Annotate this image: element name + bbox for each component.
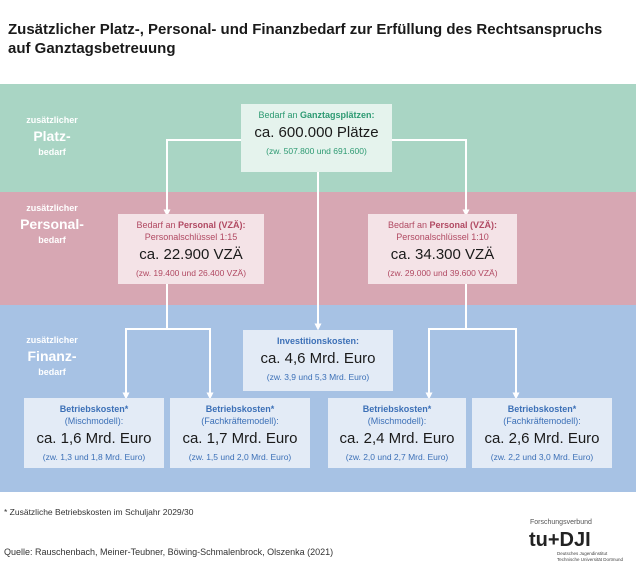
heading-bold: Betriebskosten* bbox=[59, 404, 129, 414]
heading-prefix: Bedarf an bbox=[136, 220, 178, 230]
arrow-staff-right-op3 bbox=[425, 284, 467, 400]
box-range: (zw. 1,5 und 2,0 Mrd. Euro) bbox=[188, 452, 292, 462]
box-heading: Betriebskosten* bbox=[24, 403, 164, 415]
box-range: (zw. 507.800 und 691.600) bbox=[266, 146, 367, 156]
heading-bold: Betriebskosten* bbox=[362, 404, 432, 414]
box-operating-3: Betriebskosten* (Mischmodell): ca. 2,4 M… bbox=[328, 398, 466, 468]
box-model: (Fachkräftemodell): bbox=[503, 416, 581, 426]
box-heading: Bedarf an Personal (VZÄ): bbox=[368, 219, 517, 231]
logo-caption: Forschungsverbund bbox=[530, 519, 592, 526]
band-label-big: Finanz- bbox=[27, 348, 77, 364]
arrow-places-staff-left bbox=[163, 139, 241, 217]
box-value: ca. 4,6 Mrd. Euro bbox=[260, 350, 376, 367]
band-label-small: zusätzlicher bbox=[26, 115, 78, 125]
logo: Forschungsverbund tu+DJI Deutsches Jugen… bbox=[527, 519, 627, 569]
box-model: (Mischmodell): bbox=[64, 416, 124, 426]
band-label-place: zusätzlicher Platz- bedarf bbox=[0, 114, 104, 159]
box-value: ca. 600.000 Plätze bbox=[254, 124, 379, 141]
logo-mark: tu+DJI bbox=[529, 529, 591, 551]
box-range: (zw. 1,3 und 1,8 Mrd. Euro) bbox=[42, 452, 146, 462]
box-model: (Fachkräftemodell): bbox=[201, 416, 279, 426]
heading-bold: Betriebskosten* bbox=[205, 404, 275, 414]
box-range: (zw. 29.000 und 39.600 VZÄ) bbox=[387, 268, 498, 278]
box-range: (zw. 2,0 und 2,7 Mrd. Euro) bbox=[345, 452, 449, 462]
source-note: Quelle: Rauschenbach, Meiner-Teubner, Bö… bbox=[4, 547, 334, 557]
box-value: ca. 1,6 Mrd. Euro bbox=[36, 430, 152, 447]
box-model: (Mischmodell): bbox=[367, 416, 427, 426]
box-value: ca. 2,4 Mrd. Euro bbox=[339, 430, 455, 447]
heading-bold: Personal (VZÄ): bbox=[429, 220, 498, 230]
logo-sub-1: Deutsches Jugendinstitut bbox=[557, 551, 608, 556]
box-staff-left: Bedarf an Personal (VZÄ): Personalschlüs… bbox=[118, 214, 264, 284]
arrow-staff-left-op1 bbox=[122, 284, 168, 400]
box-heading: Investitionskosten: bbox=[243, 335, 393, 347]
band-label-small: zusätzlicher bbox=[26, 203, 78, 213]
heading-prefix: Bedarf an bbox=[387, 220, 430, 230]
box-heading: Bedarf an Personal (VZÄ): bbox=[118, 219, 264, 231]
band-label-small: bedarf bbox=[38, 235, 66, 245]
box-places: Bedarf an Ganztagsplätzen: ca. 600.000 P… bbox=[241, 104, 392, 172]
box-heading: Betriebskosten* bbox=[328, 403, 466, 415]
band-label-small: bedarf bbox=[38, 147, 66, 157]
band-label-fin: zusätzlicher Finanz- bedarf bbox=[0, 334, 104, 379]
heading-bold: Investitionskosten: bbox=[276, 336, 359, 346]
box-heading: Bedarf an Ganztagsplätzen: bbox=[241, 109, 392, 121]
box-range: (zw. 19.400 und 26.400 VZÄ) bbox=[135, 268, 247, 278]
box-ratio: Personalschlüssel 1:10 bbox=[396, 232, 489, 242]
box-investment: Investitionskosten: ca. 4,6 Mrd. Euro (z… bbox=[243, 330, 393, 391]
box-operating-2: Betriebskosten* (Fachkräftemodell): ca. … bbox=[170, 398, 310, 468]
box-operating-4: Betriebskosten* (Fachkräftemodell): ca. … bbox=[472, 398, 612, 468]
box-value: ca. 34.300 VZÄ bbox=[390, 246, 495, 263]
page-title: Zusätzlicher Platz-, Personal- und Finan… bbox=[8, 21, 603, 57]
arrow-places-staff-right bbox=[391, 139, 470, 217]
box-value: ca. 1,7 Mrd. Euro bbox=[182, 430, 298, 447]
heading-bold: Personal (VZÄ): bbox=[178, 220, 246, 230]
box-staff-right: Bedarf an Personal (VZÄ): Personalschlüs… bbox=[368, 214, 517, 284]
heading-prefix: Bedarf an bbox=[258, 110, 300, 120]
box-value: ca. 22.900 VZÄ bbox=[139, 246, 243, 263]
band-label-staff: zusätzlicher Personal- bedarf bbox=[0, 202, 104, 247]
box-value: ca. 2,6 Mrd. Euro bbox=[484, 430, 600, 447]
box-operating-1: Betriebskosten* (Mischmodell): ca. 1,6 M… bbox=[24, 398, 164, 468]
band-label-big: Platz- bbox=[33, 128, 71, 144]
arrow-staff-right-op4 bbox=[466, 328, 520, 400]
box-ratio: Personalschlüssel 1:15 bbox=[144, 232, 238, 242]
box-range: (zw. 2,2 und 3,0 Mrd. Euro) bbox=[490, 452, 594, 462]
box-range: (zw. 3,9 und 5,3 Mrd. Euro) bbox=[266, 372, 370, 382]
band-label-small: bedarf bbox=[38, 367, 66, 377]
heading-bold: Ganztagsplätzen: bbox=[300, 110, 375, 120]
band-label-small: zusätzlicher bbox=[26, 335, 78, 345]
box-heading: Betriebskosten* bbox=[472, 403, 612, 415]
heading-bold: Betriebskosten* bbox=[507, 404, 577, 414]
arrow-staff-left-op2 bbox=[167, 328, 214, 400]
box-heading: Betriebskosten* bbox=[170, 403, 310, 415]
band-label-big: Personal- bbox=[20, 216, 84, 232]
logo-sub-2: Technische Universität Dortmund bbox=[557, 557, 624, 562]
footnote: * Zusätzliche Betriebskosten im Schuljah… bbox=[4, 507, 194, 517]
